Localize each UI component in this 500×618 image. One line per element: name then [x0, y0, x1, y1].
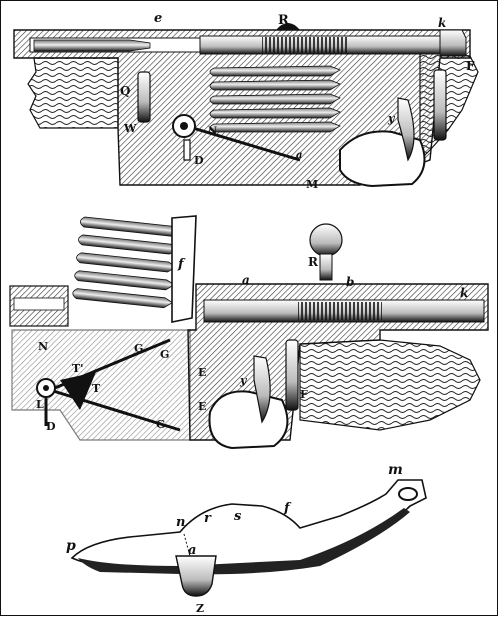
- label-R: R: [278, 13, 289, 28]
- label-Z: Z: [196, 602, 204, 615]
- label-N: N: [208, 126, 217, 137]
- magazine-release-lever: [183, 139, 191, 161]
- ejector-bar: [70, 479, 427, 570]
- figure-1-receiver-section: e R k F Q W D M N y a: [13, 11, 479, 191]
- label-a2: a: [242, 273, 250, 287]
- rear-pin: [433, 69, 447, 141]
- stock-front-wood: [27, 57, 119, 129]
- trigger-guard-open: [208, 390, 289, 450]
- label-y: y: [387, 112, 396, 125]
- label-D2: D: [46, 420, 56, 433]
- label-F2: F: [300, 388, 308, 401]
- bolt-knob: [309, 223, 343, 257]
- label-E2: E: [198, 400, 206, 413]
- bolt-spring-open: [298, 302, 382, 320]
- label-R2: R: [308, 255, 319, 269]
- label-D: D: [194, 154, 204, 167]
- front-pin: [137, 71, 151, 123]
- label-alpha: a: [188, 543, 196, 558]
- label-m: m: [388, 462, 403, 478]
- label-k2: k: [460, 286, 468, 300]
- cocking-piece: [439, 29, 467, 57]
- label-F: F: [466, 59, 475, 73]
- rear-pin-open: [285, 339, 299, 411]
- chambered-cartridge: [33, 39, 151, 52]
- charger-clip-cartridges: [72, 216, 181, 309]
- follower-arm: [185, 124, 301, 162]
- label-e: e: [154, 11, 162, 26]
- figure-3-ejector-part: m n r s f p a Z: [66, 462, 427, 615]
- trigger: [397, 97, 415, 162]
- label-b: b: [346, 275, 354, 289]
- label-s: s: [234, 509, 242, 524]
- label-r: r: [204, 511, 212, 526]
- trigger-guard: [339, 130, 426, 188]
- stock-rear-wood-2: [299, 339, 481, 431]
- charger-clip: [171, 215, 197, 323]
- magazine-frame: [11, 329, 191, 441]
- label-W: W: [123, 122, 137, 135]
- label-p: p: [66, 538, 76, 554]
- label-G2: G: [160, 348, 169, 361]
- label-G3: G: [156, 418, 165, 431]
- bolt-spring: [262, 37, 348, 53]
- label-E1: E: [198, 366, 206, 379]
- label-f: f: [177, 257, 186, 272]
- label-N2: N: [38, 340, 48, 353]
- label-f3: f: [283, 501, 292, 516]
- label-L: L: [36, 398, 44, 411]
- label-M: M: [306, 178, 318, 191]
- bolt-handle-knob: [276, 23, 300, 30]
- label-T2: T: [92, 382, 101, 395]
- follower-spring-plate: [60, 372, 96, 410]
- magazine-cartridge-stack: [209, 65, 341, 133]
- label-a: a: [296, 150, 302, 161]
- label-Q: Q: [120, 84, 130, 98]
- label-G1: G: [134, 342, 143, 355]
- figure-2-open-action-section: f R a b k N G G G T' T L D E E y F: [9, 215, 489, 450]
- ejector-bar-shading: [78, 508, 410, 575]
- ejector-stem: [175, 555, 217, 597]
- label-T1: T': [72, 362, 84, 375]
- ejector-head-hole: [398, 487, 418, 501]
- trigger-open: [253, 355, 271, 424]
- label-n: n: [176, 515, 185, 530]
- label-y2: y: [239, 374, 248, 387]
- label-k: k: [438, 16, 446, 30]
